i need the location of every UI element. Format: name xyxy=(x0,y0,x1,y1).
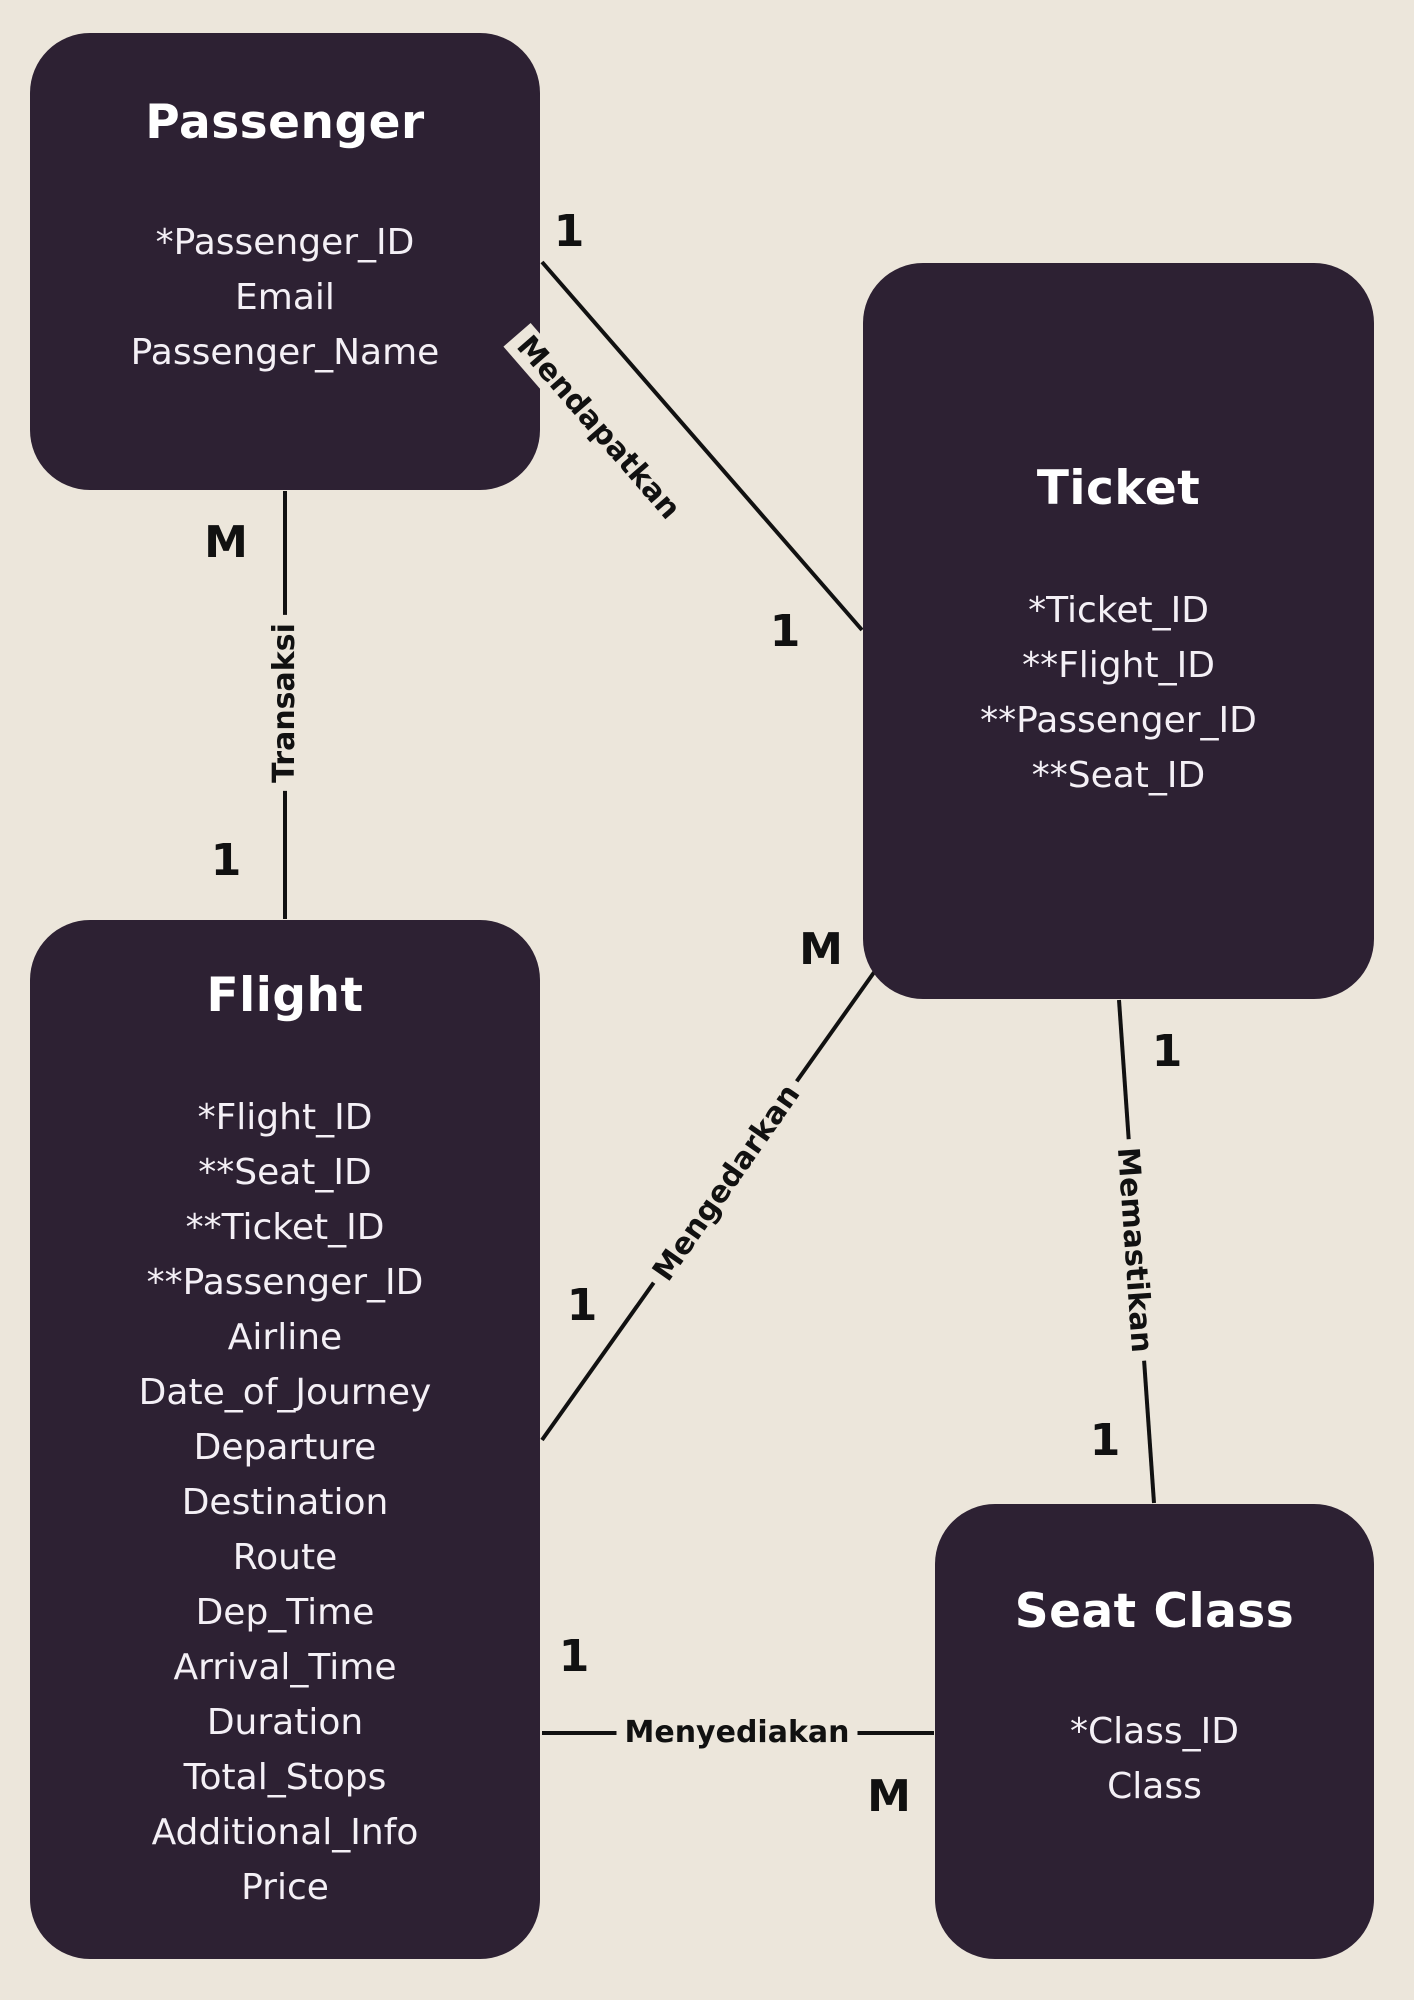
attribute: **Seat_ID xyxy=(198,1152,372,1193)
attribute: Duration xyxy=(206,1702,364,1743)
attribute: Passenger_Name xyxy=(130,332,440,373)
cardinality-menyediakan-seat-class: M xyxy=(867,1771,911,1822)
cardinality-mendapatkan-ticket: 1 xyxy=(769,606,801,657)
attribute: Email xyxy=(235,277,335,318)
attribute-list: *Class_ID Class xyxy=(935,1704,1374,1814)
attribute: **Ticket_ID xyxy=(185,1207,385,1248)
attribute-list: *Ticket_ID **Flight_ID **Passenger_ID **… xyxy=(863,583,1374,803)
attribute: *Class_ID xyxy=(1069,1711,1240,1752)
entity-title: Flight xyxy=(206,968,364,1023)
cardinality-menyediakan-flight: 1 xyxy=(558,1631,590,1682)
attribute-list: *Passenger_ID Email Passenger_Name xyxy=(30,215,540,380)
line-mendapatkan xyxy=(540,260,864,632)
attribute: Total_Stops xyxy=(183,1757,387,1798)
attribute: **Seat_ID xyxy=(1031,755,1206,796)
attribute: Destination xyxy=(181,1482,389,1523)
attribute: Arrival_Time xyxy=(173,1647,397,1688)
attribute: Class xyxy=(1107,1766,1202,1807)
cardinality-mendapatkan-passenger: 1 xyxy=(553,206,585,257)
attribute: *Ticket_ID xyxy=(1028,590,1209,631)
entity-title: Seat Class xyxy=(1014,1584,1295,1639)
attribute-list: *Flight_ID **Seat_ID **Ticket_ID **Passe… xyxy=(30,1090,540,1915)
attribute: Departure xyxy=(193,1427,377,1468)
attribute: **Flight_ID xyxy=(1022,645,1215,686)
attribute: Airline xyxy=(227,1317,343,1358)
relationship-label-transaksi: Transaksi xyxy=(267,615,303,791)
attribute: Date_of_Journey xyxy=(138,1372,432,1413)
cardinality-memastikan-ticket: 1 xyxy=(1151,1026,1183,1077)
cardinality-mengedarkan-ticket: M xyxy=(799,924,843,975)
entity-flight[interactable]: Flight *Flight_ID **Seat_ID **Ticket_ID … xyxy=(30,920,540,1959)
relationship-label-menyediakan: Menyediakan xyxy=(616,1715,858,1751)
entity-seat-class[interactable]: Seat Class *Class_ID Class xyxy=(935,1504,1374,1959)
attribute: Price xyxy=(241,1867,329,1908)
entity-title: Ticket xyxy=(1036,461,1201,516)
entity-ticket[interactable]: Ticket *Ticket_ID **Flight_ID **Passenge… xyxy=(863,263,1374,999)
attribute: Route xyxy=(232,1537,338,1578)
attribute: Additional_Info xyxy=(151,1812,419,1853)
attribute: *Passenger_ID xyxy=(155,222,415,263)
attribute: *Flight_ID xyxy=(197,1097,373,1138)
cardinality-transaksi-passenger: M xyxy=(204,517,248,568)
attribute: Dep_Time xyxy=(195,1592,375,1633)
cardinality-memastikan-seat-class: 1 xyxy=(1089,1415,1121,1466)
cardinality-mengedarkan-flight: 1 xyxy=(566,1280,598,1331)
attribute: **Passenger_ID xyxy=(146,1262,424,1303)
attribute: **Passenger_ID xyxy=(980,700,1257,741)
entity-title: Passenger xyxy=(145,95,425,150)
cardinality-transaksi-flight: 1 xyxy=(210,835,242,886)
entity-passenger[interactable]: Passenger *Passenger_ID Email Passenger_… xyxy=(30,33,540,490)
